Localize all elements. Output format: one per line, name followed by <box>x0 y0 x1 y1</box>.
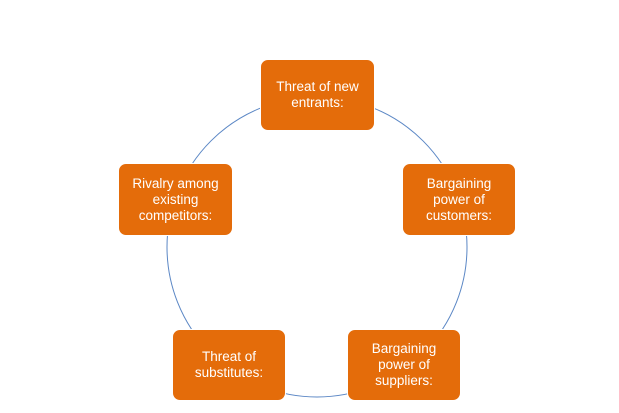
node-label: Threat of substitutes: <box>194 349 264 380</box>
node-bargaining-power-of-suppliers: Bargaining power of suppliers: <box>347 329 461 401</box>
node-rivalry-among-existing-competitors: Rivalry among existing competitors: <box>118 163 233 236</box>
node-threat-of-substitutes: Threat of substitutes: <box>172 329 286 401</box>
node-threat-of-new-entrants: Threat of new entrants: <box>260 59 375 131</box>
node-label: Bargaining power of suppliers: <box>371 341 437 388</box>
node-label: Threat of new entrants: <box>276 79 359 110</box>
node-label: Bargaining power of customers: <box>425 175 493 223</box>
node-label: Rivalry among existing competitors: <box>132 175 219 223</box>
node-bargaining-power-of-customers: Bargaining power of customers: <box>402 163 516 236</box>
